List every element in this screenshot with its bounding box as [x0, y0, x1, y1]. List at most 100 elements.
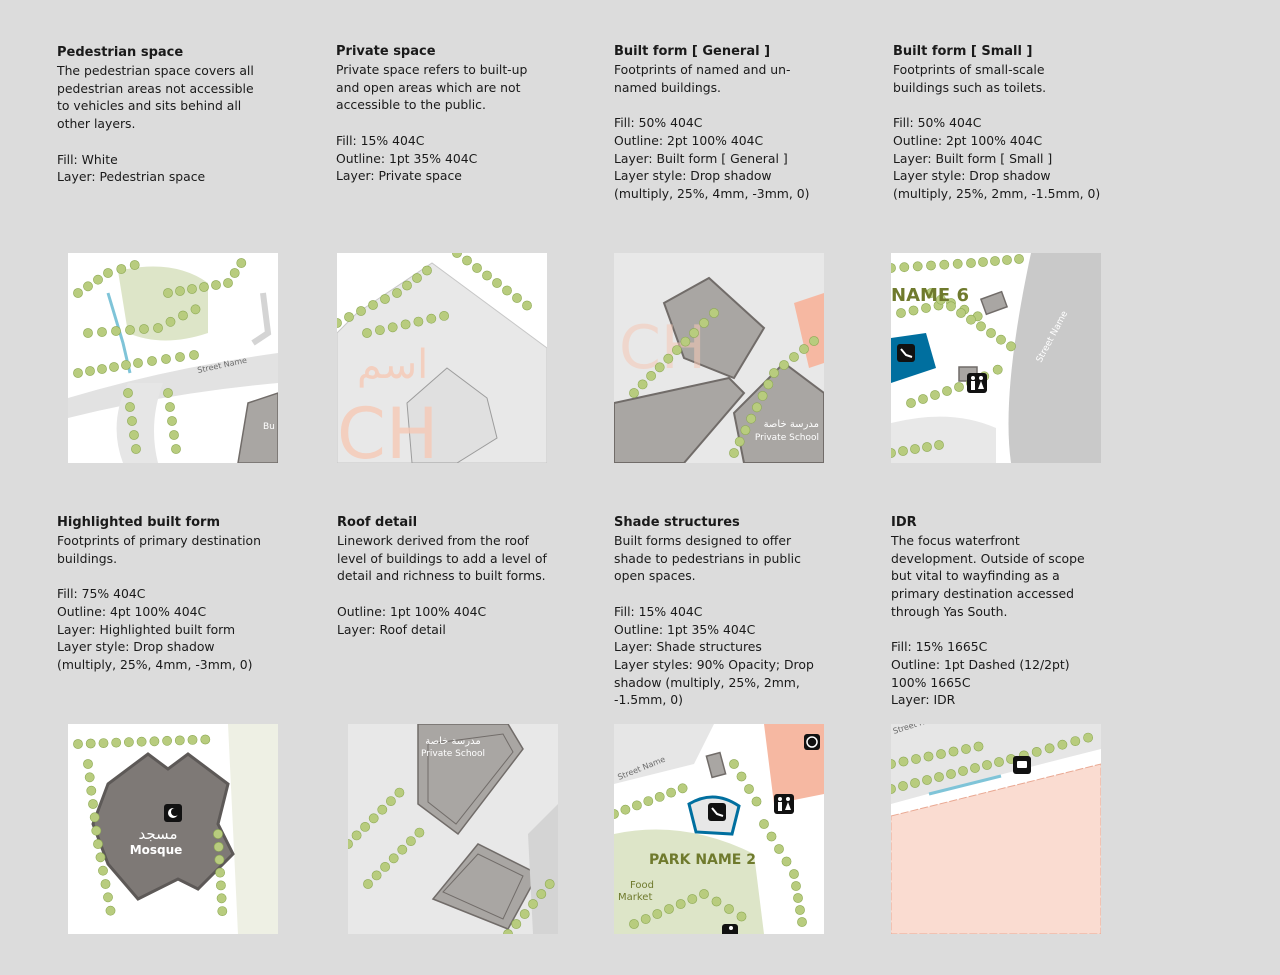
tree	[934, 440, 944, 450]
tree	[223, 278, 233, 288]
private-space	[337, 262, 547, 463]
tree	[217, 906, 228, 916]
tree	[362, 328, 372, 338]
tree	[348, 839, 353, 849]
tree	[891, 448, 896, 458]
roof-detail	[427, 733, 514, 825]
tree	[911, 754, 921, 764]
map-tile-roof-detail: مدرسة خاصة Private School	[348, 724, 558, 934]
ghost-label: CH	[337, 393, 439, 463]
tree	[147, 356, 157, 366]
tree	[781, 856, 792, 867]
tree	[169, 430, 179, 440]
tree	[103, 268, 113, 278]
tree	[386, 796, 396, 806]
tree	[922, 775, 932, 785]
tree	[406, 836, 416, 846]
tree	[654, 792, 665, 802]
tree	[215, 867, 225, 878]
tree	[966, 314, 976, 325]
tree	[899, 262, 910, 273]
tree	[482, 270, 492, 281]
tree	[751, 402, 762, 413]
tree	[736, 771, 747, 782]
card-pedestrian-space: Pedestrian space The pedestrian space co…	[57, 44, 297, 186]
tree	[439, 311, 449, 321]
tree	[397, 844, 408, 855]
tree	[175, 352, 185, 362]
tree	[896, 308, 906, 318]
tree	[629, 388, 639, 398]
building-label: Bu	[263, 422, 275, 432]
tree	[677, 783, 688, 794]
card-description: Private space refers to built-up and ope…	[336, 62, 528, 113]
building	[417, 724, 524, 836]
tree	[930, 390, 940, 400]
trees	[73, 734, 228, 916]
park-name-label: PARK NAME 2	[649, 852, 756, 868]
tree	[519, 909, 530, 919]
tree	[163, 388, 173, 398]
tree	[1006, 341, 1016, 352]
tree	[199, 282, 209, 292]
tree	[996, 334, 1006, 345]
tree	[680, 336, 691, 347]
tree	[906, 398, 916, 408]
grass-area	[118, 266, 208, 341]
tree	[73, 288, 83, 298]
tree	[368, 813, 379, 824]
idr-area	[891, 763, 1101, 934]
tree	[921, 303, 931, 313]
tree	[149, 736, 160, 747]
tree	[654, 362, 665, 373]
tree	[171, 444, 181, 454]
tree	[85, 738, 96, 749]
tree	[1031, 746, 1042, 757]
trees	[629, 308, 819, 458]
tree	[377, 804, 388, 815]
card-description: Footprints of small-scale buildings such…	[893, 62, 1047, 95]
tree	[502, 285, 512, 296]
card-built-form-small: Built form [ Small ] Footprints of small…	[893, 43, 1133, 203]
tree	[751, 796, 762, 807]
card-idr: IDR The focus waterfront development. Ou…	[891, 514, 1131, 709]
card-spec: Fill: 50% 404C Outline: 2pt 100% 404C La…	[893, 115, 1101, 201]
ghost-label-ar: اسم	[357, 342, 428, 388]
card-spec: Fill: 15% 404C Outline: 1pt 35% 404C Lay…	[614, 603, 814, 708]
trees	[891, 254, 1024, 458]
tree	[97, 364, 107, 374]
tree	[898, 756, 909, 767]
tree	[1044, 743, 1055, 754]
tree	[178, 310, 188, 321]
tree	[73, 739, 83, 749]
card-description: Footprints of named and un- named buildi…	[614, 62, 791, 95]
tree	[116, 264, 127, 274]
tree	[187, 284, 197, 294]
runner-icon	[722, 924, 738, 934]
tree	[129, 260, 140, 270]
trees	[891, 732, 1093, 794]
tree	[793, 893, 803, 903]
tree	[1014, 254, 1024, 264]
card-spec: Fill: 75% 404C Outline: 4pt 100% 404C La…	[57, 586, 253, 672]
tree	[912, 261, 923, 272]
card-description: Linework derived from the roof level of …	[337, 533, 547, 584]
tree	[162, 735, 172, 746]
tree	[990, 256, 1000, 266]
tree	[412, 273, 422, 283]
trees	[614, 759, 807, 929]
tree	[95, 852, 106, 863]
tree	[125, 402, 135, 412]
tree	[83, 281, 93, 292]
roof-detail	[442, 853, 524, 920]
map-tile-highlighted-built-form: مسجد Mosque	[68, 724, 278, 934]
tree	[426, 313, 437, 324]
highlighted-building	[91, 752, 235, 901]
tree	[629, 919, 639, 929]
school-label-ar: مدرسة خاصة	[764, 419, 819, 430]
tree	[1057, 739, 1068, 750]
card-spec: Fill: 50% 404C Outline: 2pt 100% 404C La…	[614, 115, 810, 201]
food-label: Food	[630, 880, 654, 891]
tree	[394, 787, 405, 798]
tree	[631, 800, 642, 811]
